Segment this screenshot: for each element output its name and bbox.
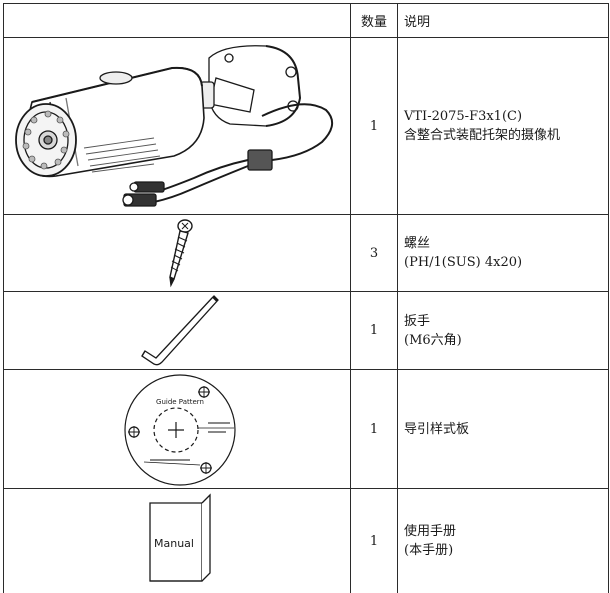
table-row — [4, 215, 350, 291]
row-divider — [3, 291, 608, 292]
bullet-camera-icon — [15, 45, 333, 207]
row-desc-line1: 导引样式板 — [404, 421, 470, 437]
row-description: 扳手 (M6六角) — [399, 292, 609, 369]
header-qty: 数量 — [360, 15, 387, 30]
row-qty: 1 — [369, 421, 379, 437]
row-description: 螺丝 (PH/1(SUS) 4x20) — [399, 215, 609, 291]
column-divider — [397, 3, 398, 593]
row-desc-line1: 螺丝 — [404, 236, 431, 251]
row-description: VTI-2075-F3x1(C) 含整合式装配托架的摄像机 — [399, 38, 609, 214]
column-divider — [350, 3, 351, 593]
row-desc-line2: 含整合式装配托架的摄像机 — [404, 128, 561, 143]
row-divider — [3, 214, 608, 215]
row-divider — [3, 37, 608, 38]
row-desc-line2: (本手册) — [404, 543, 454, 558]
row-qty: 1 — [369, 118, 379, 134]
header-desc: 说明 — [404, 15, 431, 30]
guide-pattern-icon: Guide Pattern — [124, 374, 236, 486]
row-qty: 3 — [369, 245, 379, 261]
row-desc-line2: (PH/1(SUS) 4x20) — [404, 255, 523, 270]
table-row — [4, 38, 350, 214]
row-desc-line1: VTI-2075-F3x1(C) — [404, 109, 523, 124]
manual-label: Manual — [154, 537, 194, 550]
row-qty: 1 — [369, 323, 379, 338]
row-divider — [3, 369, 608, 370]
table-row — [4, 292, 350, 369]
row-description: 使用手册 (本手册) — [399, 489, 609, 593]
table-border-right — [608, 3, 609, 593]
guide-pattern-title: Guide Pattern — [156, 398, 204, 406]
hex-wrench-icon — [141, 295, 219, 366]
manual-booklet-icon: Manual — [149, 493, 211, 582]
screw-icon — [169, 219, 193, 288]
table-border-left — [3, 3, 4, 593]
row-description: 导引样式板 — [399, 370, 609, 488]
row-divider — [3, 488, 608, 489]
row-qty: 1 — [369, 533, 379, 549]
table-row: Manual — [4, 489, 350, 593]
table-row: Guide Pattern — [4, 370, 350, 488]
row-desc-line2: (M6六角) — [404, 332, 462, 348]
row-desc-line1: 使用手册 — [404, 524, 457, 539]
row-desc-line1: 扳手 — [404, 313, 431, 329]
table-border-top — [3, 3, 608, 4]
